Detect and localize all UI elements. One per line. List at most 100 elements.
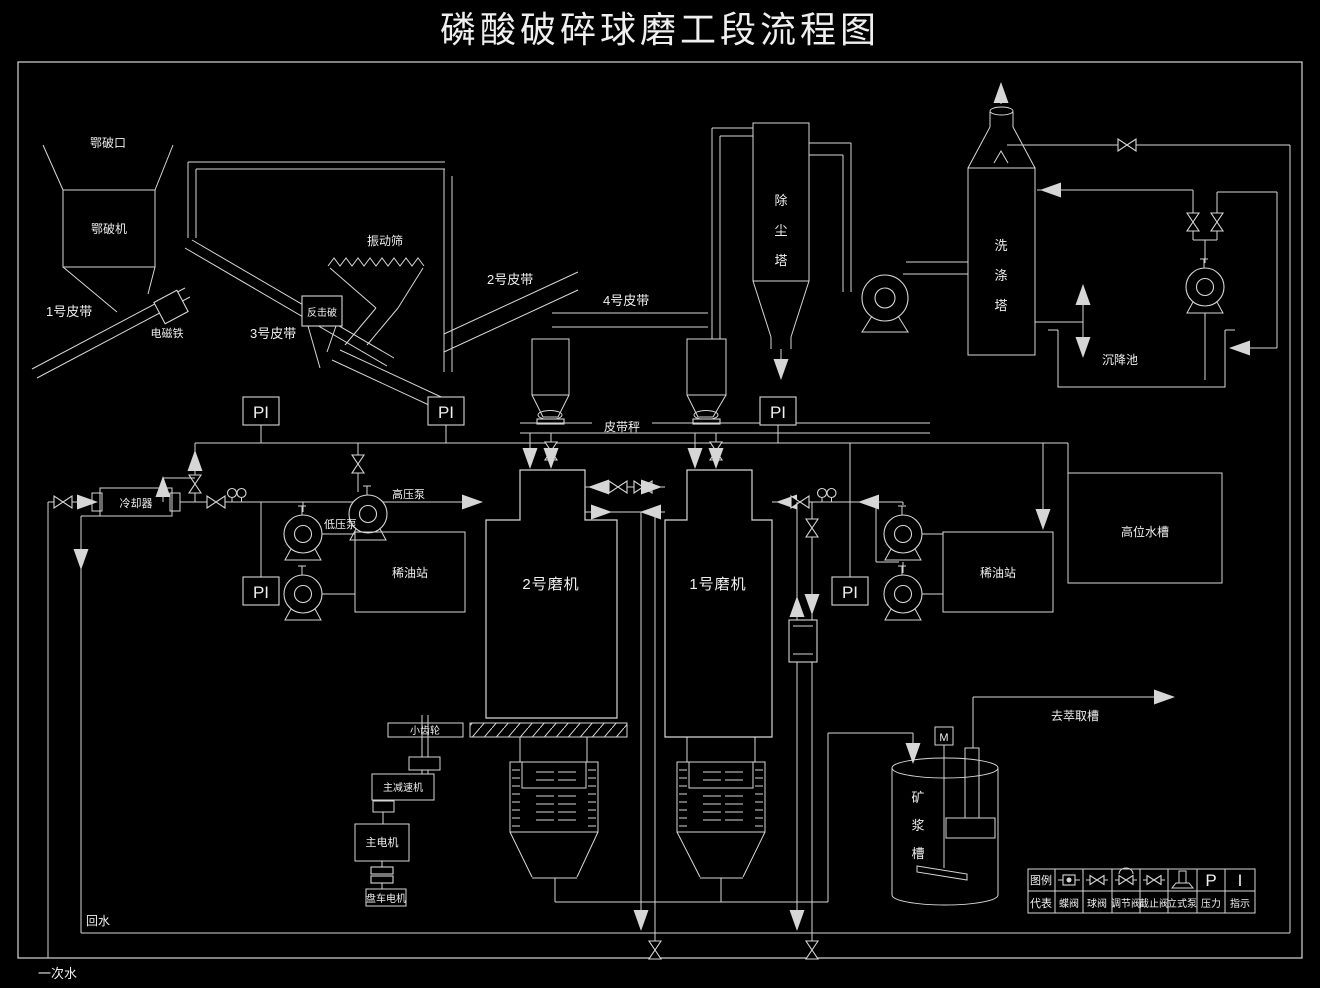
legend-item-vpump: 立式泵: [1167, 897, 1197, 910]
barring-motor-label: 盘车电机: [366, 892, 406, 905]
belt-4-lines: [552, 312, 708, 328]
legend-pressure-symbol: P: [1205, 871, 1216, 890]
legend-item-regulating: 调节阀: [1111, 897, 1141, 910]
vertical-pump-symbol: [1170, 870, 1195, 889]
belt-scale-label: 皮带秤: [604, 420, 640, 434]
low-pressure-pump-1: [283, 505, 323, 561]
pinion-label: 小齿轮: [410, 724, 440, 737]
oil-station-right-box: [942, 531, 1054, 613]
mill-drive-train: 小齿轮 主减速机 主电机 盘车电机: [354, 715, 464, 907]
high-level-water-tank-label: 高位水槽: [1121, 524, 1169, 539]
left-oil-station-group: 高压泵 低压泵 稀油站: [283, 443, 466, 621]
water-headers: 回水 一次水: [38, 914, 1290, 981]
legend-indicate-symbol: I: [1238, 871, 1243, 890]
pi-text-5: PI: [842, 583, 858, 602]
blower: [861, 261, 968, 333]
main-reducer-label: 主减速机: [383, 781, 423, 794]
pi-text-2: PI: [438, 403, 454, 422]
dust-duct: [711, 127, 753, 339]
pi-gauge-1: PI: [242, 396, 280, 443]
legend-row1-header: 图例: [1030, 873, 1052, 887]
legend-row2-header: 代表: [1030, 896, 1052, 910]
high-level-water-tank: 高位水槽: [1067, 472, 1223, 584]
electromagnet-symbol: [153, 289, 189, 325]
top-right-piping: [1007, 138, 1291, 933]
slurry-collector-line: [555, 732, 914, 903]
pi-gauge-2: PI: [427, 396, 465, 443]
belt-scale-lines: [520, 422, 930, 434]
main-motor-label: 主电机: [366, 835, 399, 849]
legend-pressure-label: 压力: [1201, 897, 1221, 910]
mill-1: 1号磨机: [664, 469, 773, 902]
mill-1-label: 1号磨机: [689, 576, 746, 593]
impact-crusher-box: [301, 295, 343, 327]
washing-tower-char1: 洗: [994, 238, 1007, 253]
jaw-crusher-inlet-label: 鄂破口: [90, 135, 126, 150]
mill-2-trommel: [509, 761, 599, 902]
stop-valve-symbol: [1143, 874, 1165, 886]
pi-text-3: PI: [770, 403, 786, 422]
feed-silos: 皮带秤: [520, 338, 930, 434]
page-title: 磷酸破碎球磨工段流程图: [440, 9, 880, 50]
cooler-label: 冷却器: [120, 497, 153, 510]
dust-tower: 除 尘 塔: [711, 122, 852, 380]
belt-4-label: 4号皮带: [603, 293, 649, 308]
jaw-crusher-label: 鄂破机: [91, 221, 127, 236]
mill-2-label: 2号磨机: [522, 576, 579, 593]
vibrating-screen-label: 振动筛: [367, 233, 403, 248]
impact-crusher-label: 反击破: [307, 306, 337, 319]
girth-gear: [469, 722, 628, 738]
belt-3-label: 3号皮带: [250, 326, 296, 341]
right-oil-station-group: 稀油站: [875, 502, 1054, 621]
slurry-tank-char2: 浆: [911, 818, 924, 833]
tower-outlet-duct: [809, 142, 852, 292]
return-water-label: 回水: [86, 914, 110, 928]
belt-2-label: 2号皮带: [487, 272, 533, 287]
butterfly-valve-symbol: [1058, 874, 1080, 886]
slurry-tank-char1: 矿: [911, 790, 924, 805]
legend-item-ball: 球阀: [1087, 897, 1107, 910]
gravity-water-line: [155, 433, 1069, 530]
dust-tower-char2: 尘: [774, 223, 787, 238]
belt-3-lines: [184, 239, 395, 367]
ball-valve-symbol: [1086, 874, 1108, 886]
jaw-crusher-section: 鄂破口 鄂破机 1号皮带 电磁铁 3号皮带 振动筛 反击破: [31, 135, 453, 413]
low-pressure-pump-label: 低压泵: [324, 518, 357, 531]
slurry-tank-char3: 槽: [911, 846, 924, 861]
transfer-belts: 2号皮带 4号皮带: [443, 271, 708, 353]
washing-tower: 洗 涤 塔: [967, 82, 1091, 358]
cooler-assembly: 冷却器: [47, 487, 483, 958]
electromagnet-label: 电磁铁: [151, 327, 184, 340]
settling-pool-label: 沉降池: [1102, 353, 1138, 367]
pi-text-1: PI: [253, 403, 269, 422]
washing-tower-char3: 塔: [994, 298, 1007, 313]
legend-table: 图例 代表 P I 蝶阀 球阀 调节阀 截止阀 立式泵 压力 指示: [1027, 867, 1256, 914]
settling-pool-pump: [1185, 258, 1225, 314]
legend-indicate-label: 指示: [1230, 897, 1250, 910]
bearing-water-device: [788, 619, 818, 663]
mill-2: 2号磨机: [469, 469, 628, 902]
high-pressure-pump-label: 高压泵: [392, 487, 425, 501]
washing-tower-char2: 涤: [994, 268, 1007, 283]
legend-item-stop: 截止阀: [1139, 897, 1169, 910]
oil-station-left-box: [354, 531, 466, 613]
belt-2-lines: [443, 271, 579, 353]
agitator-motor-label: M: [939, 732, 948, 744]
oil-station-right-label: 稀油站: [980, 566, 1016, 580]
mill-1-trommel: [676, 761, 766, 902]
legend-item-butterfly: 蝶阀: [1059, 897, 1079, 910]
right-oil-pump-1: [883, 505, 923, 561]
pi-gauge-3: PI: [759, 396, 797, 443]
right-oil-pump-2: [883, 565, 923, 621]
dust-tower-char1: 除: [774, 193, 787, 208]
regulating-valve-symbol: [1115, 867, 1137, 886]
to-extraction-label: 去萃取槽: [1051, 709, 1099, 723]
settling-pool: 沉降池: [1048, 190, 1235, 388]
pi-gauge-5: PI: [831, 443, 869, 606]
oil-station-left-label: 稀油站: [392, 566, 428, 580]
vibrating-screen-deck: [327, 257, 425, 267]
dust-tower-char3: 塔: [774, 253, 787, 268]
between-mills-piping: [585, 479, 665, 960]
